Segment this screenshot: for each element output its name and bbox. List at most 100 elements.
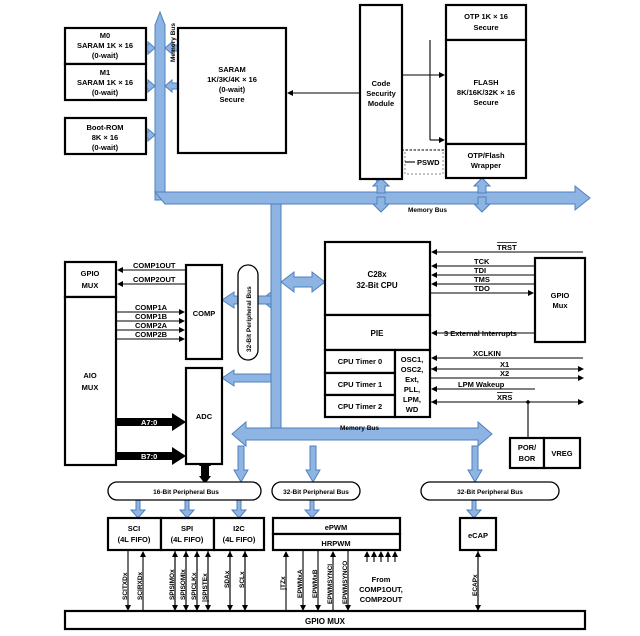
m0-saram-block <box>63 26 148 66</box>
otp-flash-wrapper-block <box>444 142 528 180</box>
svg-text:SARAM: SARAM <box>218 65 246 74</box>
gpio-mux-right-block <box>533 256 587 344</box>
epwmsynci-pin: EPWMSYNCI <box>327 564 334 604</box>
svg-text:Code: Code <box>372 79 391 88</box>
hrpwm-block <box>271 532 402 552</box>
svg-text:CPU Timer 2: CPU Timer 2 <box>338 402 382 411</box>
spisomix-pin: SPISOMIx <box>180 569 187 600</box>
svg-text:AIO: AIO <box>83 371 97 380</box>
svg-text:GPIO MUX: GPIO MUX <box>305 617 346 626</box>
saram-secure-block <box>176 26 288 155</box>
svg-text:PLL,: PLL, <box>404 385 420 394</box>
peripheral-32-vertical-label: 32-Bit Peripheral Bus <box>246 286 253 352</box>
x1-signal: X1 <box>500 360 509 369</box>
pswd-label: PSWD <box>417 158 440 167</box>
svg-text:(4L FIFO): (4L FIFO) <box>223 535 256 544</box>
memory-bus-top <box>153 184 591 212</box>
svg-text:Secure: Secure <box>473 23 498 32</box>
comp2a-signal: COMP2A <box>135 321 168 330</box>
peripheral-16-bus <box>107 481 262 501</box>
memory-bus-middle <box>231 420 493 448</box>
svg-text:OSC2,: OSC2, <box>401 365 424 374</box>
spistex-pin: SPISTEx <box>202 573 209 600</box>
scirxdx-pin: SCIRXDx <box>137 571 144 600</box>
epwmsynco-pin: EPWMSYNCO <box>342 561 349 604</box>
ecapx-pin: ECAPx <box>472 574 479 596</box>
tdi-signal: TDI <box>474 266 486 275</box>
svg-text:MUX: MUX <box>82 383 99 392</box>
trst-signal: TRST <box>497 243 517 252</box>
memory-arrows <box>129 40 492 519</box>
aio-mux-block <box>63 295 118 467</box>
peripheral-32-vertical-bus <box>237 264 259 361</box>
memory-bus-vertical <box>154 10 166 201</box>
svg-text:SARAM 1K × 16: SARAM 1K × 16 <box>77 78 133 87</box>
scitxdx-pin: SCITXDx <box>122 572 129 600</box>
svg-text:(0-wait): (0-wait) <box>92 88 119 97</box>
svg-text:Mux: Mux <box>553 301 569 310</box>
flash-block <box>444 38 528 146</box>
gpio-mux-bottom-block <box>63 609 587 631</box>
tdo-signal: TDO <box>474 284 490 293</box>
svg-text:BOR: BOR <box>519 454 536 463</box>
svg-text:SPI: SPI <box>181 524 193 533</box>
comp-block <box>184 263 224 361</box>
svg-text:Security: Security <box>366 89 396 98</box>
code-security-module-block <box>358 3 404 181</box>
epwmxb-pin: EPWMxB <box>312 569 319 598</box>
cpu-memory-bus-link <box>270 203 282 429</box>
svg-text:C28x: C28x <box>367 270 387 279</box>
memory-bus-vertical-label: Memory Bus <box>170 23 177 62</box>
svg-text:I2C: I2C <box>233 524 245 533</box>
tzx-pin: TZx <box>280 576 287 588</box>
xrs-signal: XRS <box>497 393 512 402</box>
comp2b-signal: COMP2B <box>135 330 168 339</box>
vreg-block <box>542 436 582 470</box>
adc-block <box>184 366 224 466</box>
svg-text:Boot-ROM: Boot-ROM <box>86 123 123 132</box>
svg-text:LPM,: LPM, <box>403 395 421 404</box>
comp1out-signal: COMP1OUT <box>133 261 176 270</box>
svg-text:OTP 1K × 16: OTP 1K × 16 <box>464 12 508 21</box>
comp1b-signal: COMP1B <box>135 312 168 321</box>
lpm-wakeup-signal: LPM Wakeup <box>458 380 505 389</box>
svg-text:(0-wait): (0-wait) <box>219 85 246 94</box>
svg-text:SARAM 1K × 16: SARAM 1K × 16 <box>77 41 133 50</box>
svg-text:M0: M0 <box>100 31 110 40</box>
svg-text:PIE: PIE <box>371 329 385 338</box>
peripheral-32-bus-b <box>420 481 560 501</box>
svg-text:Secure: Secure <box>473 98 498 107</box>
svg-text:(4L FIFO): (4L FIFO) <box>118 535 151 544</box>
svg-text:FLASH: FLASH <box>474 78 499 87</box>
svg-text:POR/: POR/ <box>518 443 537 452</box>
svg-text:GPIO: GPIO <box>551 291 570 300</box>
svg-text:8K/16K/32K × 16: 8K/16K/32K × 16 <box>457 88 515 97</box>
b-bus <box>116 447 186 465</box>
sdax-pin: SDAx <box>224 570 231 588</box>
memory-bus-top-label: Memory Bus <box>408 207 447 214</box>
svg-text:MUX: MUX <box>82 281 99 290</box>
osc-pll-block <box>393 348 432 419</box>
ecap-block <box>458 516 498 552</box>
gpio-mux-left-block <box>63 260 118 299</box>
svg-text:VREG: VREG <box>551 449 572 458</box>
cpu-block <box>323 240 432 317</box>
comp2out-signal: COMP2OUT <box>133 275 176 284</box>
from-comp-label-2: COMP1OUT, <box>359 585 403 594</box>
svg-text:Secure: Secure <box>219 95 244 104</box>
sclx-pin: SCLx <box>239 571 246 588</box>
svg-text:(0-wait): (0-wait) <box>92 143 119 152</box>
svg-text:WD: WD <box>406 405 419 414</box>
memory-bus-middle-label: Memory Bus <box>340 425 379 432</box>
svg-text:Wrapper: Wrapper <box>471 161 501 170</box>
svg-text:ePWM: ePWM <box>325 523 348 532</box>
svg-text:M1: M1 <box>100 68 110 77</box>
peripheral-32-bus-a-label: 32-Bit Peripheral Bus <box>283 489 349 496</box>
svg-text:CPU Timer 0: CPU Timer 0 <box>338 357 382 366</box>
svg-text:COMP: COMP <box>193 309 216 318</box>
peripheral-32-bus-b-label: 32-Bit Peripheral Bus <box>457 489 523 496</box>
external-interrupts-signal: 3 External Interrupts <box>444 329 517 338</box>
pie-block <box>323 313 432 352</box>
from-comp-label-3: COMP2OUT <box>360 595 403 604</box>
svg-text:1K/3K/4K × 16: 1K/3K/4K × 16 <box>207 75 257 84</box>
